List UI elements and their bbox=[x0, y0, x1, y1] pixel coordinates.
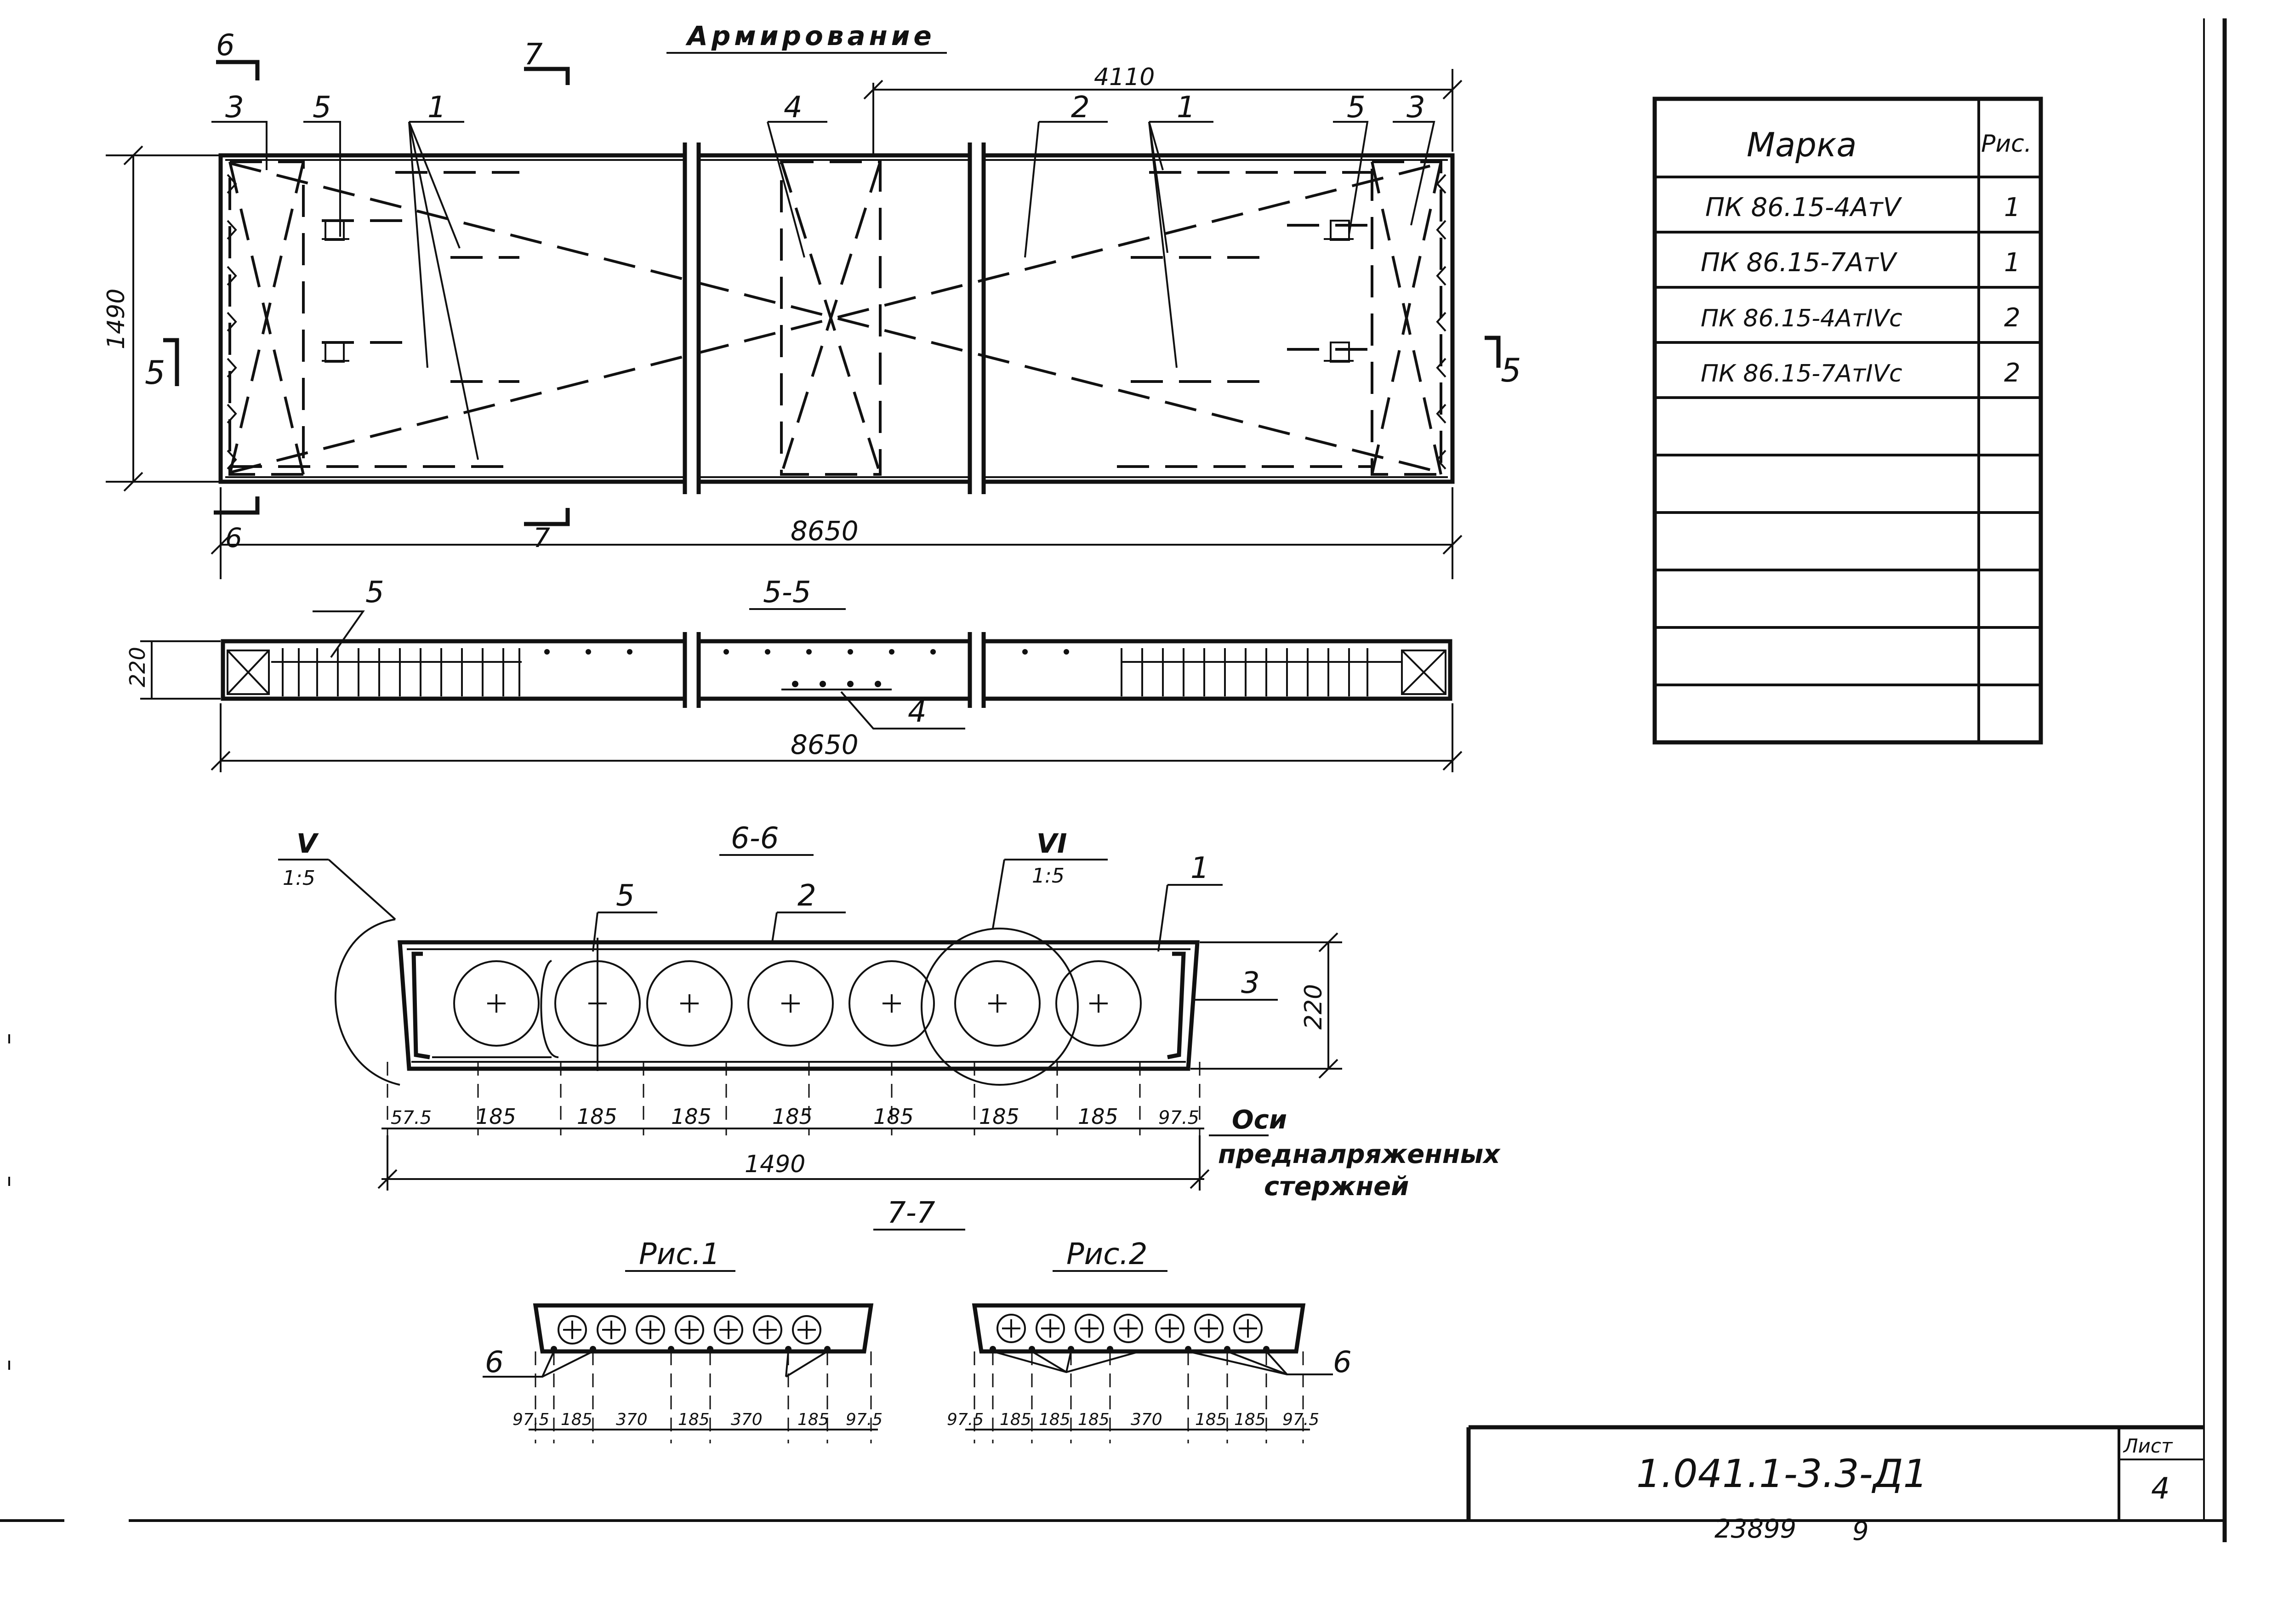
section-5-5: 5-5 bbox=[125, 576, 1463, 772]
fig2-mark-6: 6 bbox=[1333, 1345, 1352, 1379]
table-row-1-mark: ПК 86.15-4АтV bbox=[1705, 193, 1902, 222]
section-6-6-dim-9: 97.5 bbox=[1158, 1107, 1199, 1128]
fig1-dim-1: 97.5 bbox=[512, 1410, 549, 1429]
right-stirrups bbox=[1121, 648, 1446, 696]
plan-mark-1-right: 1 bbox=[1177, 91, 1196, 125]
table-row-2-fig: 1 bbox=[2004, 248, 2021, 278]
section-6-6-dim-4: 185 bbox=[671, 1104, 712, 1129]
axis-note-line-2: предналряженных bbox=[1218, 1140, 1501, 1169]
section-6-6-dim-5: 185 bbox=[772, 1104, 813, 1129]
fig1-dim-7: 97.5 bbox=[846, 1410, 883, 1429]
node-vi-scale: 1:5 bbox=[1032, 864, 1065, 888]
plan-mark-2: 2 bbox=[1071, 91, 1090, 125]
plan-width-dim: 1490 bbox=[102, 289, 130, 349]
sheet-frame bbox=[0, 18, 2227, 1542]
fig2-dim-3: 185 bbox=[1039, 1410, 1070, 1429]
section-6-6-dim-7: 185 bbox=[979, 1104, 1019, 1129]
section-5-right-label: 5 bbox=[1501, 352, 1521, 389]
section-6-6-mark-3: 3 bbox=[1241, 966, 1260, 1000]
fig2-dim-5: 370 bbox=[1131, 1410, 1162, 1429]
section-7-7: 7-7 Рис.1 6 97.5 185 bbox=[483, 1196, 1352, 1443]
section-5-left-label: 5 bbox=[145, 354, 165, 392]
plan-bottom-7: 7 bbox=[533, 522, 550, 553]
fig2-dim-8: 97.5 bbox=[1282, 1410, 1319, 1429]
table-row-2-mark: ПК 86.15-7АтV bbox=[1701, 248, 1898, 278]
section-7-7-title: 7-7 bbox=[887, 1196, 935, 1230]
plan-view: 6 7 3 5 1 4 2 1 5 3 6 7 5 5 8650 4110 bbox=[102, 28, 1521, 579]
section-5-5-mark-5: 5 bbox=[365, 576, 384, 610]
fig2-bars bbox=[990, 1346, 1270, 1352]
section-5-5-mark-4: 4 bbox=[908, 695, 927, 729]
plan-mark-4: 4 bbox=[784, 91, 803, 125]
archive-number: 23899 bbox=[1714, 1514, 1796, 1544]
fig1-voids bbox=[558, 1315, 821, 1345]
node-v-label: V bbox=[296, 828, 319, 859]
axis-note-line-1: Оси bbox=[1232, 1105, 1287, 1135]
fig2-dim-4: 185 bbox=[1078, 1410, 1110, 1429]
title-block: 1.041.1-3.3-Д1 Лист 4 23899 9 bbox=[1466, 1425, 2204, 1546]
plan-mark-7: 7 bbox=[524, 38, 543, 72]
plan-mark-3-right: 3 bbox=[1406, 91, 1425, 125]
section-6-6-dim-3: 185 bbox=[577, 1104, 617, 1129]
section-6-6-dim-2: 185 bbox=[476, 1104, 516, 1129]
plan-leaders bbox=[211, 121, 1435, 460]
fig1-dim-5: 370 bbox=[731, 1410, 763, 1429]
section-6-6-height-dim: 220 bbox=[1300, 984, 1327, 1030]
section-6-6-dim-6: 185 bbox=[873, 1104, 914, 1129]
section-6-6-mark-2: 2 bbox=[797, 879, 816, 913]
plan-mark-5-left: 5 bbox=[313, 91, 331, 125]
copy-number: 9 bbox=[1852, 1516, 1869, 1546]
plan-mark-5-right: 5 bbox=[1347, 91, 1366, 125]
section-5-5-title: 5-5 bbox=[763, 576, 811, 610]
table-row-4-mark: ПК 86.15-7АтIVс bbox=[1701, 360, 1902, 387]
fig1-dim-3: 370 bbox=[616, 1410, 648, 1429]
sheet-label: Лист bbox=[2123, 1435, 2173, 1457]
fig1-bars bbox=[551, 1346, 831, 1352]
node-vi-label: VI bbox=[1036, 828, 1067, 859]
plan-length-dim: 8650 bbox=[791, 515, 859, 547]
plan-mark-3-left: 3 bbox=[225, 91, 244, 125]
plan-mark-1-left: 1 bbox=[427, 91, 446, 125]
table-row-1-fig: 1 bbox=[2004, 193, 2021, 222]
table-header-mark: Марка bbox=[1747, 125, 1857, 164]
table-row-3-fig: 2 bbox=[2004, 303, 2021, 333]
document-code: 1.041.1-3.3-Д1 bbox=[1636, 1451, 1928, 1496]
lifting-loop bbox=[322, 220, 1354, 363]
section-6-6-dim-8: 185 bbox=[1078, 1104, 1118, 1129]
section-6-6-dim-1: 57.5 bbox=[391, 1107, 432, 1128]
axis-note-line-3: стержней bbox=[1264, 1172, 1409, 1202]
table-row-3-mark: ПК 86.15-4АтIVс bbox=[1701, 305, 1902, 332]
section-6-6-mark-1: 1 bbox=[1190, 851, 1209, 885]
section-5-5-length-dim: 8650 bbox=[791, 729, 859, 760]
table-header-fig: Рис. bbox=[1981, 130, 2032, 158]
mark-table: Марка Рис. ПК 86.15-4АтV 1 ПК 86.15-7АтV… bbox=[1652, 97, 2043, 745]
fig2-voids bbox=[996, 1314, 1263, 1343]
fig1-mark-6: 6 bbox=[485, 1345, 504, 1379]
sheet-number: 4 bbox=[2151, 1472, 2170, 1506]
section-5-5-height-dim: 220 bbox=[125, 647, 150, 687]
drawing-title: Армирование bbox=[685, 20, 935, 51]
left-stirrups bbox=[227, 648, 522, 696]
section-6-6-total-dim: 1490 bbox=[745, 1151, 805, 1178]
fig2-dim-7: 185 bbox=[1234, 1410, 1266, 1429]
voids bbox=[453, 960, 1142, 1047]
fig1-dim-6: 185 bbox=[797, 1410, 829, 1429]
section-6-6-title: 6-6 bbox=[731, 821, 779, 855]
fig1-dim-2: 185 bbox=[561, 1410, 592, 1429]
plan-mark-6: 6 bbox=[216, 28, 235, 63]
fig1-dim-4: 185 bbox=[678, 1410, 710, 1429]
fig2-title: Рис.2 bbox=[1066, 1237, 1147, 1271]
fig2-dim-2: 185 bbox=[1000, 1410, 1031, 1429]
section-6-6-mark-5: 5 bbox=[616, 879, 635, 913]
table-row-4-fig: 2 bbox=[2004, 358, 2021, 388]
fig1-title: Рис.1 bbox=[639, 1237, 720, 1271]
fig2-dim-1: 97.5 bbox=[947, 1410, 984, 1429]
node-v-scale: 1:5 bbox=[283, 866, 315, 890]
plan-half-dim: 4110 bbox=[1094, 63, 1155, 91]
section-6-6: 6-6 V 1:5 VI 1:5 bbox=[278, 821, 1501, 1202]
section-5-5-bars bbox=[544, 649, 1069, 690]
fig2-dim-6: 185 bbox=[1195, 1410, 1227, 1429]
